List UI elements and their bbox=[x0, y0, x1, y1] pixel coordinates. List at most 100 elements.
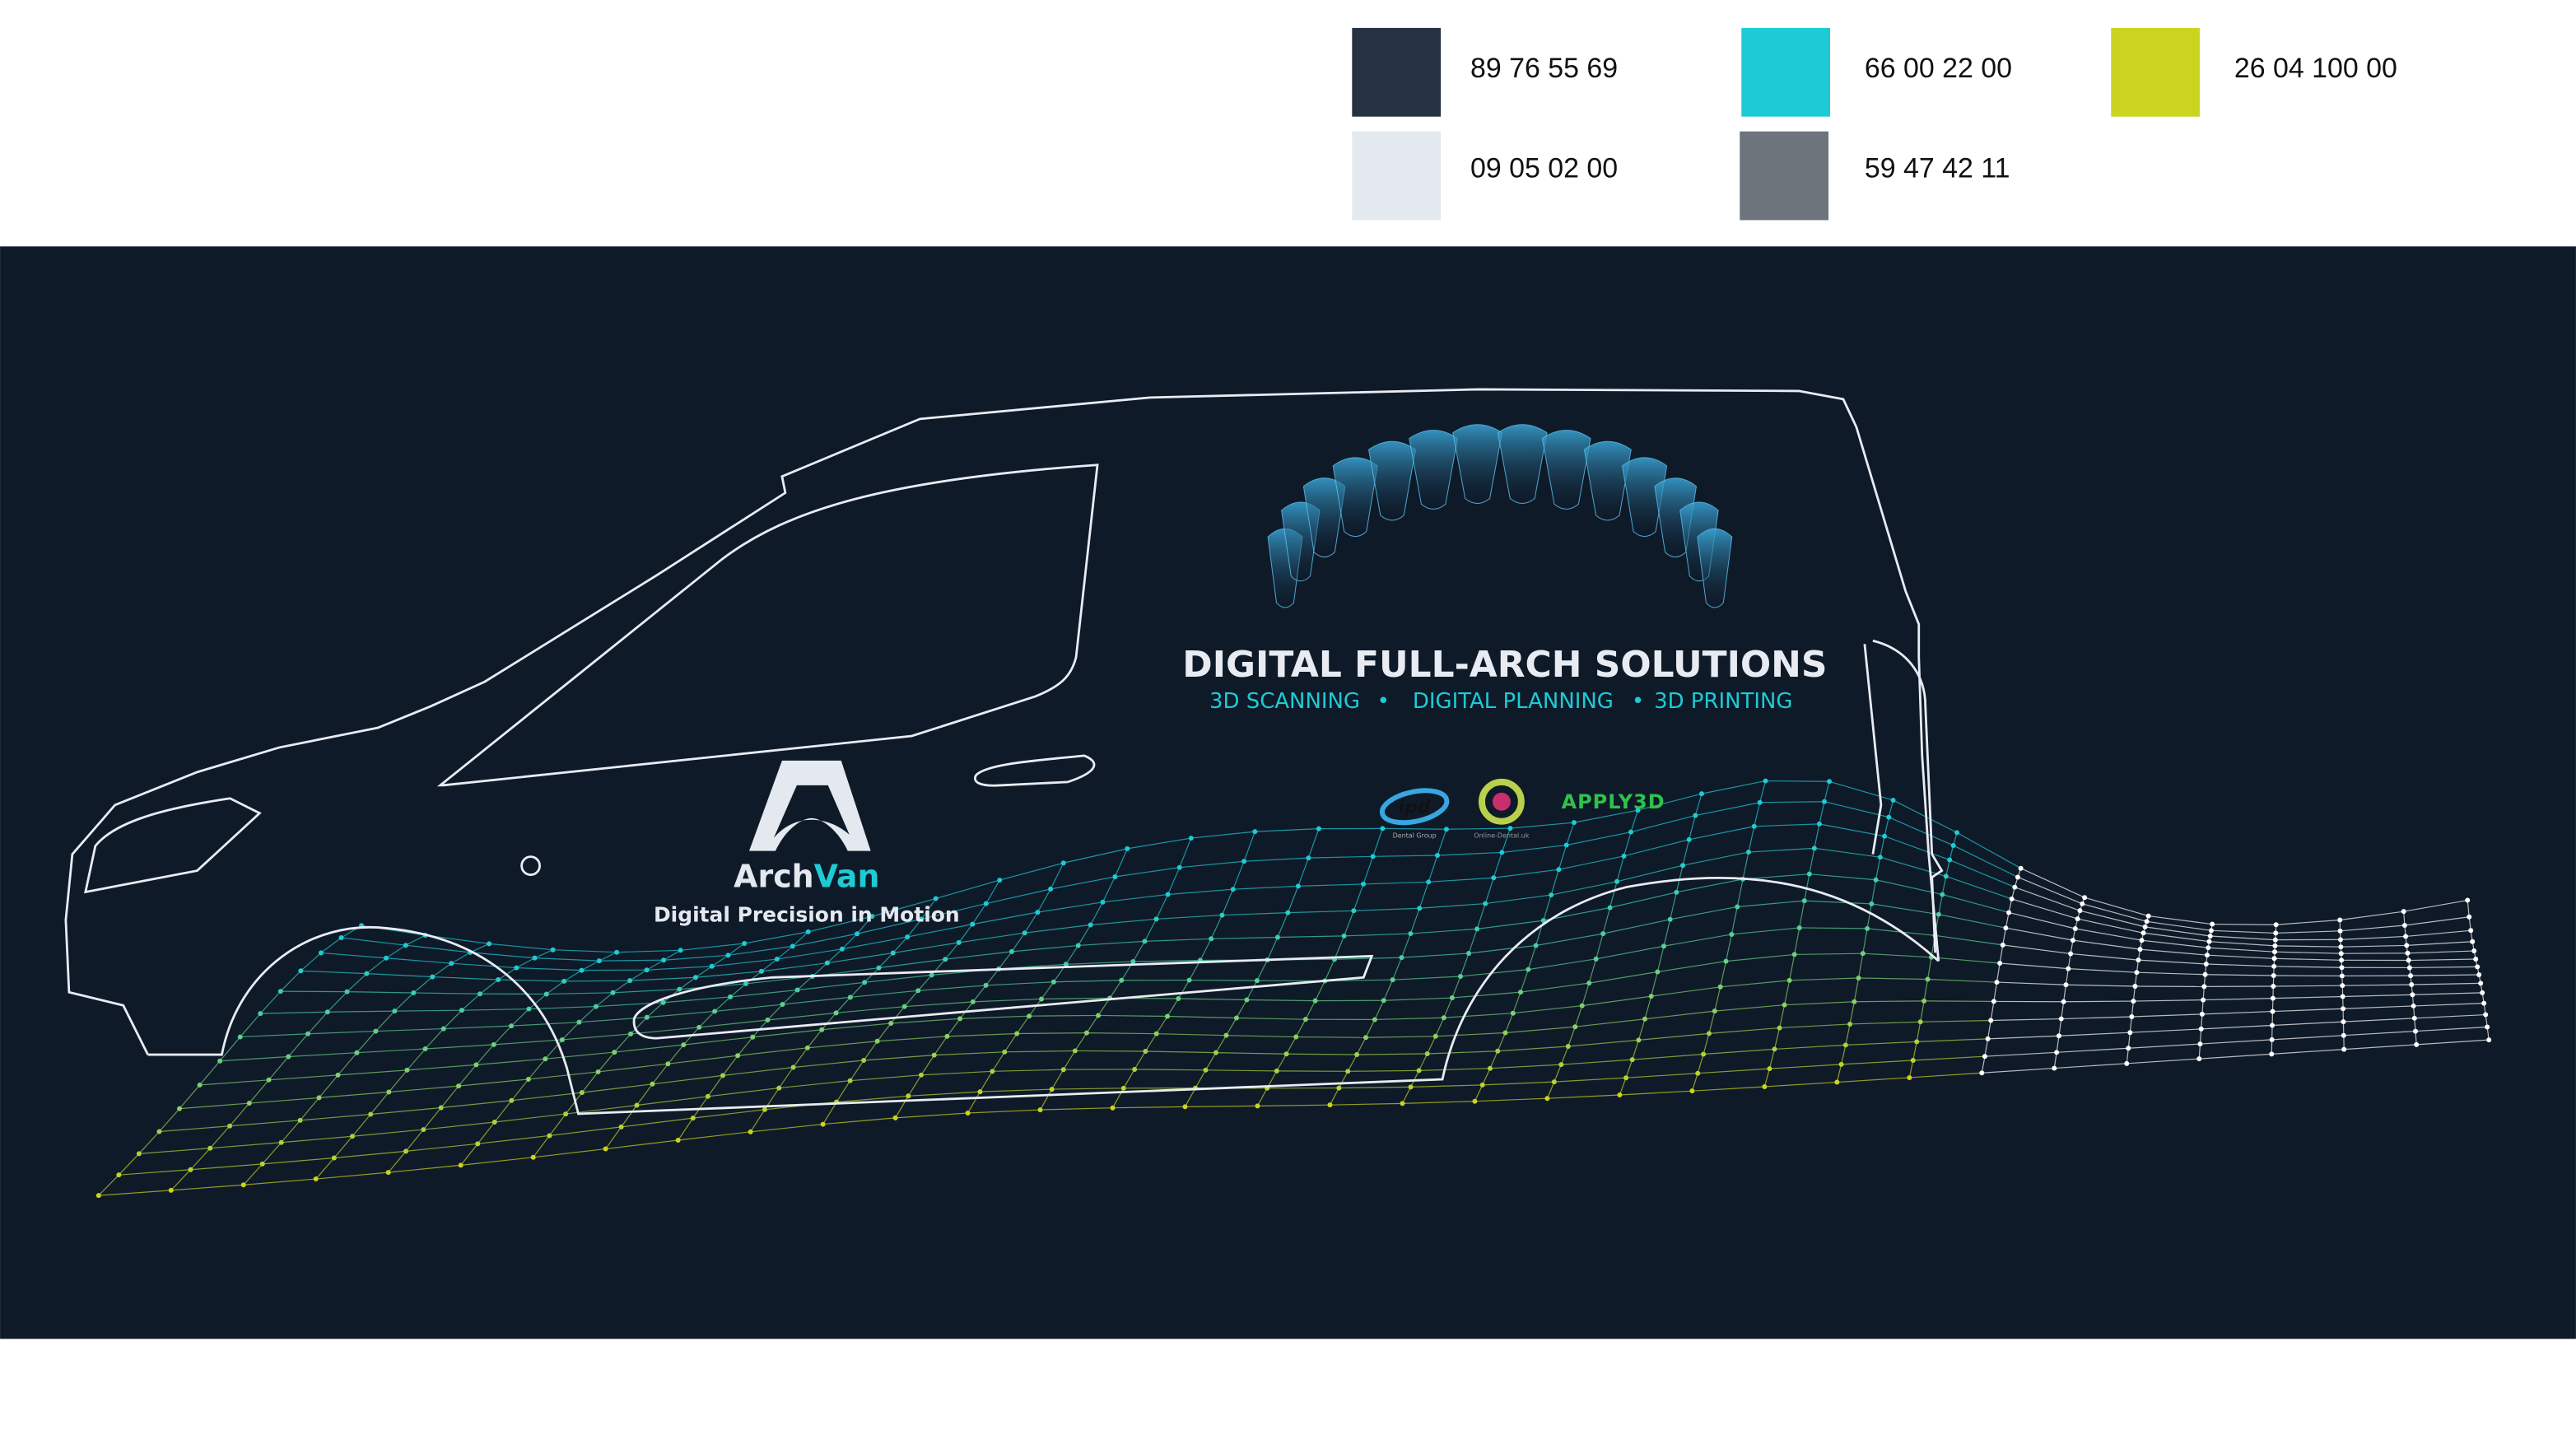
mesh-line bbox=[1630, 810, 1639, 832]
mesh-line bbox=[1819, 823, 1885, 837]
mesh-node bbox=[874, 1038, 880, 1044]
mesh-line bbox=[413, 992, 481, 994]
mesh-line bbox=[850, 1074, 922, 1082]
mesh-node bbox=[2202, 971, 2208, 977]
mesh-node bbox=[780, 1002, 785, 1008]
mesh-line bbox=[432, 976, 499, 981]
swatch-code: 09 05 02 00 bbox=[1470, 153, 1618, 184]
mesh-line bbox=[1814, 847, 1880, 858]
mesh-node bbox=[915, 988, 921, 994]
mesh-node bbox=[861, 1057, 867, 1063]
mesh-line bbox=[1774, 1044, 1846, 1050]
mesh-node bbox=[2272, 949, 2277, 955]
mesh-line bbox=[959, 1001, 974, 1019]
mesh-line bbox=[678, 976, 696, 990]
mesh-line bbox=[1090, 918, 1157, 926]
mesh-line bbox=[752, 1029, 822, 1038]
mesh-line bbox=[1691, 1073, 1698, 1092]
mesh-node bbox=[1213, 1050, 1218, 1055]
mesh-node bbox=[2404, 943, 2410, 948]
mesh-node bbox=[847, 1078, 853, 1083]
mesh-line bbox=[707, 1075, 724, 1097]
mesh-line bbox=[2411, 974, 2480, 976]
mesh-line bbox=[386, 957, 452, 964]
mesh-node bbox=[2077, 908, 2083, 914]
mesh-node bbox=[188, 1167, 193, 1172]
mesh-line bbox=[1996, 962, 2001, 983]
mesh-node bbox=[1435, 852, 1441, 858]
mesh-node bbox=[1255, 1103, 1260, 1109]
mesh-line bbox=[2005, 927, 2074, 941]
mesh-line bbox=[2205, 974, 2274, 976]
mesh-node bbox=[2127, 1030, 2133, 1036]
mesh-node bbox=[1762, 1083, 1768, 1089]
mesh-node bbox=[1100, 899, 1106, 905]
mesh-node bbox=[929, 972, 934, 978]
mesh-line bbox=[1296, 1036, 1366, 1038]
mesh-line bbox=[1862, 953, 1932, 958]
mesh-line bbox=[967, 1109, 1041, 1114]
mesh-line bbox=[1737, 900, 1805, 908]
mesh-node bbox=[1060, 860, 1066, 866]
mesh-line bbox=[680, 943, 745, 951]
mesh-line bbox=[470, 952, 535, 959]
mesh-line bbox=[1924, 1000, 1994, 1003]
mesh-line bbox=[2276, 930, 2341, 934]
swatch-code: 26 04 100 00 bbox=[2234, 53, 2397, 84]
mesh-line bbox=[2020, 868, 2085, 898]
mesh-line bbox=[2414, 1013, 2486, 1019]
mesh-line bbox=[1682, 839, 1690, 866]
mesh-node bbox=[246, 1101, 252, 1106]
mesh-line bbox=[1102, 893, 1168, 903]
mesh-line bbox=[2198, 1044, 2201, 1060]
mesh-line bbox=[388, 1069, 408, 1092]
swatch-code: 89 76 55 69 bbox=[1470, 53, 1618, 84]
mesh-node bbox=[579, 1090, 585, 1096]
mesh-line bbox=[1418, 1068, 1490, 1071]
mesh-line bbox=[1858, 977, 1928, 981]
mesh-line bbox=[945, 951, 1013, 960]
mesh-line bbox=[2131, 1013, 2202, 1018]
mesh-line bbox=[1789, 977, 1859, 981]
mesh-line bbox=[1554, 1064, 1562, 1083]
mesh-node bbox=[614, 949, 620, 955]
mesh-node bbox=[905, 934, 911, 940]
mesh-node bbox=[2269, 1036, 2275, 1042]
mesh-line bbox=[98, 1174, 119, 1196]
mesh-node bbox=[603, 1146, 608, 1152]
mesh-node bbox=[2129, 1013, 2135, 1019]
mesh-line bbox=[891, 1018, 961, 1024]
mesh-line bbox=[451, 962, 517, 969]
mesh-node bbox=[1112, 873, 1118, 879]
mesh-line bbox=[1257, 1104, 1330, 1106]
mesh-line bbox=[333, 1135, 353, 1158]
mesh-line bbox=[1460, 969, 1529, 977]
mesh-line bbox=[636, 1096, 708, 1106]
mesh-line bbox=[631, 1027, 700, 1035]
mesh-node bbox=[790, 943, 795, 949]
mesh-line bbox=[1759, 801, 1824, 804]
mesh-line bbox=[935, 879, 1000, 900]
mesh-line bbox=[599, 952, 617, 962]
mesh-line bbox=[1956, 831, 2021, 869]
mesh-line bbox=[877, 1022, 892, 1042]
mesh-line bbox=[498, 979, 565, 982]
mesh-line bbox=[1016, 1015, 1030, 1034]
mesh-line bbox=[878, 958, 946, 969]
mesh-line bbox=[1204, 1052, 1217, 1071]
mesh-node bbox=[2136, 957, 2141, 963]
mesh-line bbox=[1468, 944, 1536, 954]
archvan-logo: ArchVan Digital Precision in Motion bbox=[654, 760, 960, 926]
mesh-line bbox=[511, 1022, 580, 1027]
mesh-line bbox=[1041, 981, 1055, 999]
mesh-node bbox=[820, 1121, 826, 1127]
mesh-node bbox=[709, 963, 715, 969]
mesh-node bbox=[331, 1155, 337, 1161]
mesh-line bbox=[2207, 954, 2275, 959]
mesh-node bbox=[1182, 1104, 1188, 1110]
mesh-line bbox=[458, 1064, 477, 1087]
mesh-line bbox=[548, 1113, 566, 1136]
mesh-line bbox=[729, 983, 747, 998]
mesh-line bbox=[2271, 1049, 2345, 1055]
mesh-line bbox=[1720, 961, 1727, 987]
